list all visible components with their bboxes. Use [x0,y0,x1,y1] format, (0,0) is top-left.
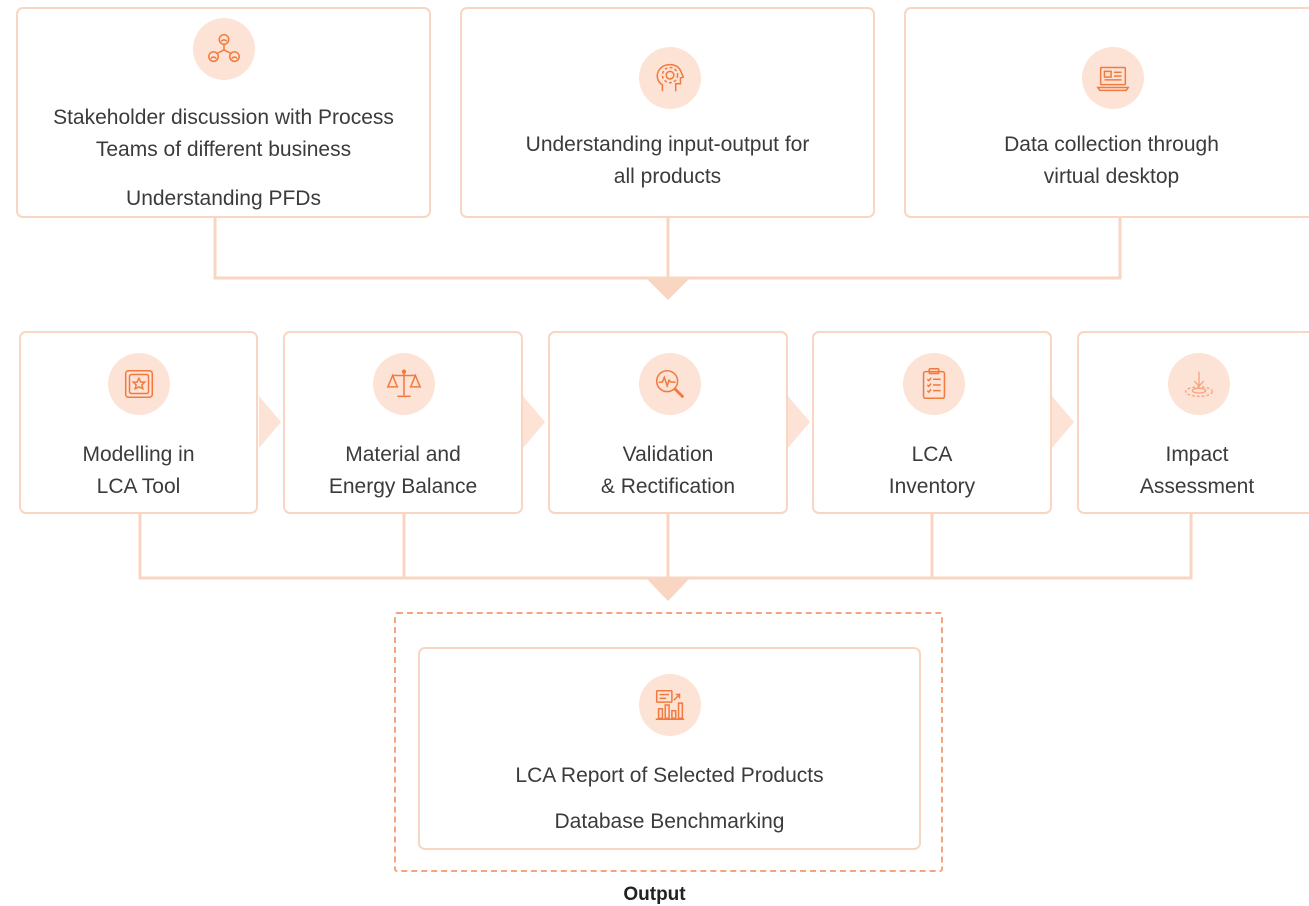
head-gear-icon [639,47,701,109]
step-subtitle: Understanding PFDs [126,187,321,210]
report-chart-icon [639,674,701,736]
middle-step-material-balance: Material and Energy Balance [283,331,523,514]
step-title-line: Inventory [888,475,976,498]
top-step-stakeholder: Stakeholder discussion with Process Team… [16,7,431,218]
step-title-line: Validation [622,443,714,466]
output-dashed-frame [394,612,943,872]
step-title-line: Assessment [1139,475,1255,498]
step-title-line: Energy Balance [328,475,478,498]
output-label: Output [623,884,686,905]
middle-step-modelling: Modelling in LCA Tool [19,331,258,514]
step-title-line: Data collection through [1004,133,1219,156]
step-title-line: virtual desktop [1043,165,1180,188]
step-title-line: & Rectification [600,475,736,498]
top-step-data-collection: Data collection through virtual desktop [904,7,1309,218]
step-title-line: Understanding input-output for [525,133,810,156]
step-title-line: Modelling in [82,443,195,466]
step-title-line: LCA Tool [96,475,181,498]
clipboard-checklist-icon [903,353,965,415]
output-subtitle: Database Benchmarking [554,810,785,833]
step-title-line: Material and [345,443,461,466]
people-network-icon [193,18,255,80]
top-step-input-output: Understanding input-output for all produ… [460,7,875,218]
middle-step-validation: Validation & Rectification [548,331,788,514]
balance-scale-icon [373,353,435,415]
output-title: LCA Report of Selected Products [515,764,824,787]
step-title-line: all products [613,165,722,188]
middle-step-inventory: LCA Inventory [812,331,1052,514]
step-title-line: Impact [1165,443,1229,466]
step-title-line: Teams of different business [95,138,352,161]
magnifier-pulse-icon [639,353,701,415]
step-title-line: Stakeholder discussion with Process [53,106,394,129]
middle-step-impact: Impact Assessment [1077,331,1309,514]
step-title-line: LCA [911,443,953,466]
modelling-tool-icon [108,353,170,415]
output-step-report: LCA Report of Selected Products Database… [418,647,921,850]
impact-target-icon [1168,353,1230,415]
laptop-icon [1082,47,1144,109]
